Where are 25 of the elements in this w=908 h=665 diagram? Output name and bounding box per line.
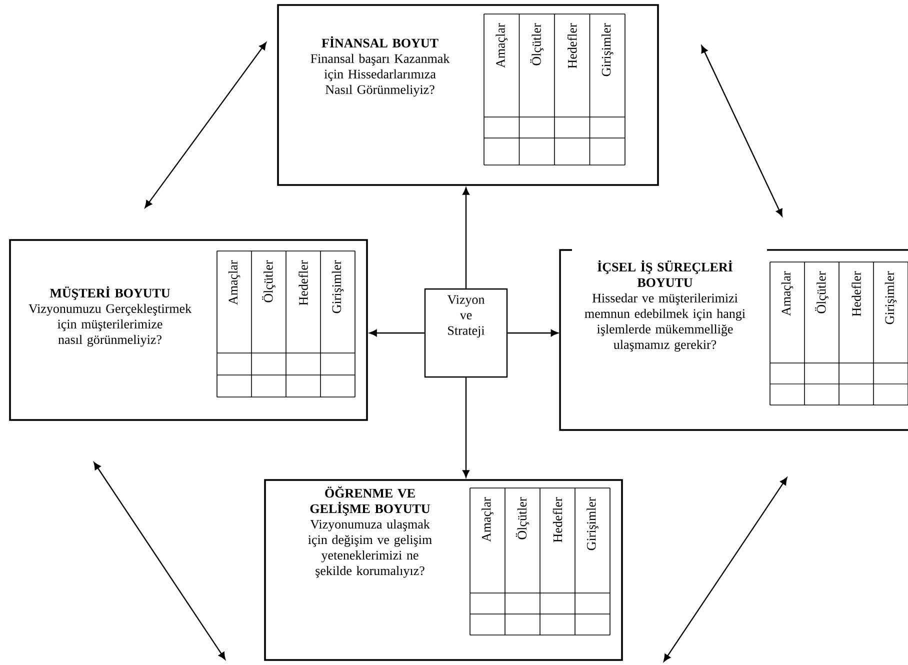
arrow [462,378,470,478]
arrow [94,462,226,660]
column-header: Girişimler [884,271,897,324]
column-header: Girişimler [586,497,598,550]
arrow [144,42,266,208]
column-header: Girişimler [602,23,614,76]
column-header: Amaçlar [496,23,508,68]
column-header: Ölçütler [815,271,828,314]
column-header: Hedefler [552,497,562,542]
column-header: Girişimler [332,260,344,314]
column-header: Hedefler [567,23,577,68]
column-header: Hedefler [852,271,861,316]
column-header: Ölçütler [262,260,276,302]
column-header: Amaçlar [482,497,494,542]
column-header: Amaçlar [781,271,794,316]
arrow [369,330,424,336]
column-header: Ölçütler [516,497,530,540]
arrow [508,330,558,336]
arrow [701,45,782,216]
column-header: Hedefler [298,260,308,306]
column-header: Amaçlar [228,260,240,305]
arrow [462,187,470,288]
arrow [663,477,788,662]
column-header: Ölçütler [530,23,544,66]
center-box: Vizyon ve Strateji [424,288,508,378]
